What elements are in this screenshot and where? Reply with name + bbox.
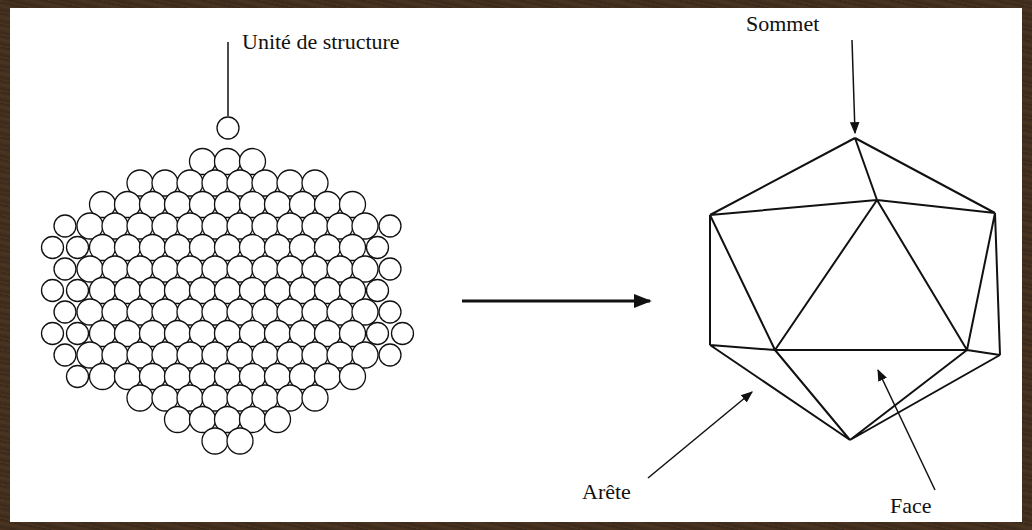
structure-unit xyxy=(227,428,253,454)
structure-unit xyxy=(265,407,291,433)
structure-unit xyxy=(67,280,89,302)
structure-unit xyxy=(67,323,89,345)
structure-unit xyxy=(54,301,76,323)
structure-unit xyxy=(54,215,76,237)
structure-unit xyxy=(127,385,153,411)
structure-unit xyxy=(217,117,239,139)
structure-unit xyxy=(392,323,414,345)
structure-unit xyxy=(202,428,228,454)
leader-line xyxy=(852,40,855,133)
structure-unit xyxy=(379,258,401,280)
structure-unit xyxy=(54,344,76,366)
transform-arrow xyxy=(462,300,650,303)
structure-unit xyxy=(367,280,389,302)
face-label: Face xyxy=(888,494,934,518)
structure-unit xyxy=(67,366,89,388)
structure-unit xyxy=(90,364,116,390)
structure-unit xyxy=(340,364,366,390)
structure-unit xyxy=(165,407,191,433)
structure-unit xyxy=(379,344,401,366)
structure-unit xyxy=(67,237,89,259)
structure-unit xyxy=(42,323,64,345)
leader-line xyxy=(878,370,935,490)
structure-unit xyxy=(42,280,64,302)
structure-unit xyxy=(302,385,328,411)
structure-unit-label: Unité de structure xyxy=(240,30,402,54)
icosahedron xyxy=(710,138,1000,440)
structure-unit xyxy=(379,301,401,323)
leader-line xyxy=(227,42,229,116)
structure-unit xyxy=(367,323,389,345)
structure-unit xyxy=(54,258,76,280)
edge-label: Arête xyxy=(580,480,633,504)
structure-unit xyxy=(379,215,401,237)
structure-unit xyxy=(367,237,389,259)
structure-unit xyxy=(42,237,64,259)
capsid-spheres xyxy=(42,117,414,454)
leader-line xyxy=(648,392,752,478)
vertex-label: Sommet xyxy=(744,12,821,36)
